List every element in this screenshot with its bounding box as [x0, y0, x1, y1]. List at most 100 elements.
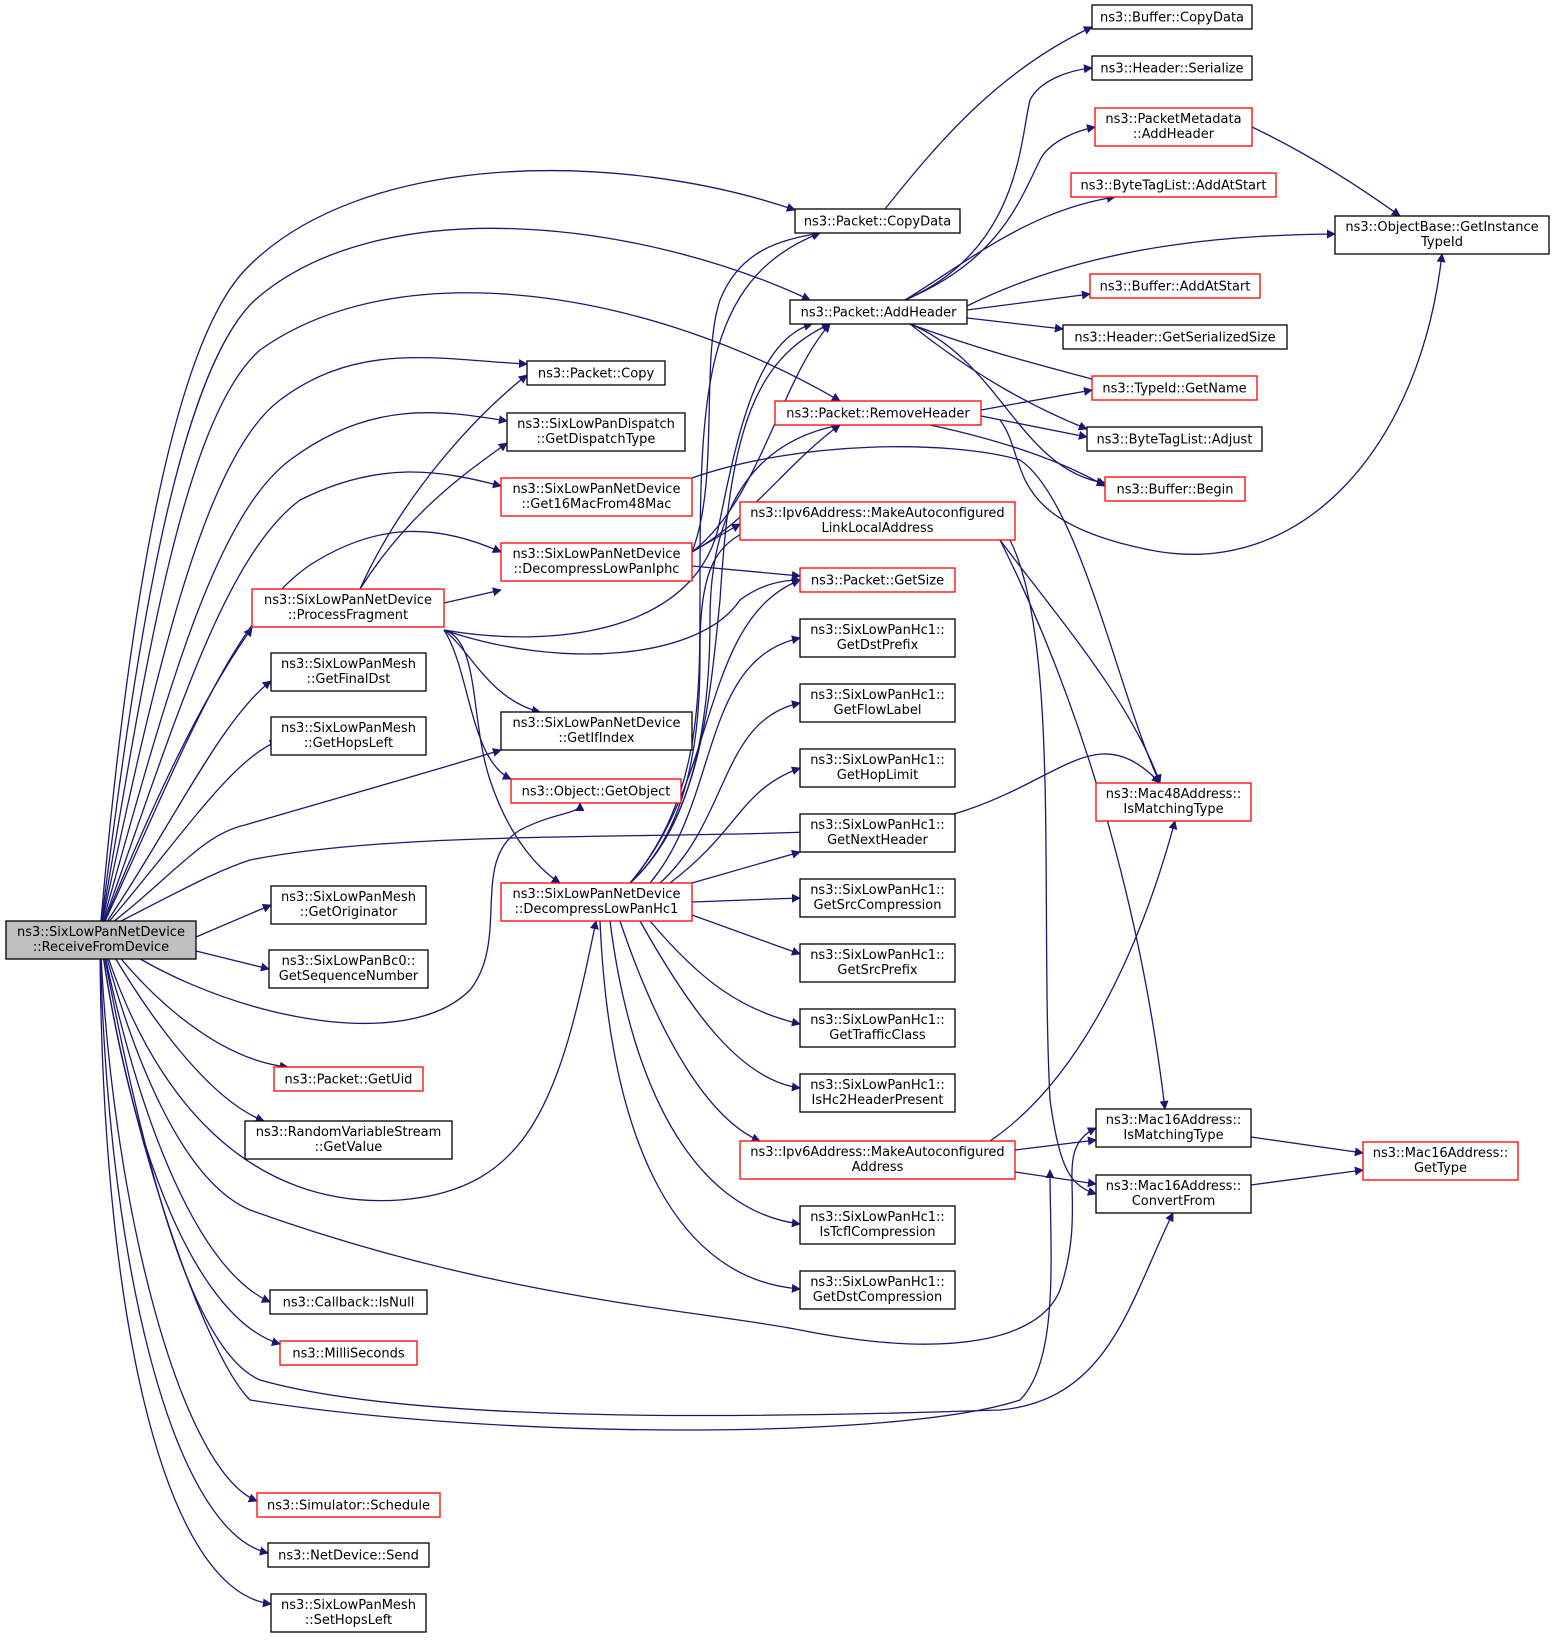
- edge-path: [904, 124, 1096, 301]
- node-process-fragment[interactable]: ns3::SixLowPanNetDevice::ProcessFragment: [251, 588, 445, 628]
- node-packet-copy[interactable]: ns3::Packet::Copy: [526, 360, 666, 386]
- node-dispatch-get-type[interactable]: ns3::SixLowPanDispatch::GetDispatchType: [506, 412, 686, 452]
- node-box: [279, 1340, 418, 1366]
- edge-decompress-hc1-to-hc1-is-hc2: [639, 920, 801, 1092]
- edge-root-to-get-if-index: [99, 748, 502, 933]
- node-mesh-get-hops-left[interactable]: ns3::SixLowPanMesh::GetHopsLeft: [270, 716, 427, 756]
- edge-path: [99, 931, 1097, 1345]
- node-byte-tag-adjust[interactable]: ns3::ByteTagList::Adjust: [1086, 426, 1263, 452]
- edge-process-fragment-to-decompress-iphc: [443, 587, 502, 604]
- node-hc1-get-flow-label[interactable]: ns3::SixLowPanHc1::GetFlowLabel: [799, 683, 956, 723]
- edge-get16-mac-to-mac48-is-matching: [691, 446, 1161, 784]
- node-hc1-get-traffic-class[interactable]: ns3::SixLowPanHc1::GetTrafficClass: [799, 1008, 956, 1048]
- edge-decompress-hc1-to-hc1-get-hop-limit: [669, 766, 801, 884]
- node-root[interactable]: ns3::SixLowPanNetDevice::ReceiveFromDevi…: [5, 920, 197, 960]
- edge-path: [669, 766, 801, 884]
- node-decompress-hc1[interactable]: ns3::SixLowPanNetDevice::DecompressLowPa…: [500, 882, 693, 922]
- node-mesh-set-hops-left[interactable]: ns3::SixLowPanMesh::SetHopsLeft: [270, 1593, 427, 1633]
- node-hc1-get-dst-compression[interactable]: ns3::SixLowPanHc1::GetDstCompression: [799, 1270, 956, 1310]
- node-box: [526, 360, 666, 386]
- node-packet-remove-header[interactable]: ns3::Packet::RemoveHeader: [774, 400, 982, 426]
- node-hc1-get-dst-prefix[interactable]: ns3::SixLowPanHc1::GetDstPrefix: [799, 618, 956, 658]
- node-packet-get-uid[interactable]: ns3::Packet::GetUid: [273, 1066, 424, 1092]
- node-box: [799, 618, 956, 658]
- node-box: [256, 1492, 441, 1518]
- node-label-line: GetFlowLabel: [834, 703, 922, 718]
- node-label-line: ::SetHopsLeft: [305, 1613, 392, 1628]
- nodes-layer: ns3::SixLowPanNetDevice::ReceiveFromDevi…: [5, 4, 1550, 1633]
- node-type-id-get-name[interactable]: ns3::TypeId::GetName: [1091, 375, 1258, 401]
- node-net-device-send[interactable]: ns3::NetDevice::Send: [267, 1542, 430, 1568]
- node-hc1-get-hop-limit[interactable]: ns3::SixLowPanHc1::GetHopLimit: [799, 748, 956, 788]
- edge-root-to-rvs-get-value: [99, 931, 265, 1123]
- node-mac16-is-matching[interactable]: ns3::Mac16Address::IsMatchingType: [1095, 1108, 1252, 1148]
- node-bc0-get-seq[interactable]: ns3::SixLowPanBc0::GetSequenceNumber: [268, 949, 429, 989]
- edge-packet-add-header-to-object-base-get-type-id: [966, 229, 1336, 307]
- node-label-line: ns3::SixLowPanNetDevice: [513, 716, 681, 731]
- edge-path: [909, 323, 1104, 385]
- node-buffer-add-at-start[interactable]: ns3::Buffer::AddAtStart: [1089, 273, 1261, 299]
- edge-path: [966, 317, 1064, 333]
- edge-root-to-net-device-send: [99, 931, 269, 1556]
- node-sim-schedule[interactable]: ns3::Simulator::Schedule: [256, 1492, 441, 1518]
- node-label-line: ns3::Mac48Address::: [1106, 787, 1241, 802]
- edge-path: [99, 931, 272, 1608]
- node-mac16-convert-from[interactable]: ns3::Mac16Address::ConvertFrom: [1095, 1174, 1252, 1214]
- node-buffer-begin[interactable]: ns3::Buffer::Begin: [1104, 476, 1246, 502]
- edge-path: [195, 904, 272, 938]
- node-get-if-index[interactable]: ns3::SixLowPanNetDevice::GetIfIndex: [500, 711, 693, 751]
- node-label-line: IsHc2HeaderPresent: [812, 1093, 944, 1108]
- node-rvs-get-value[interactable]: ns3::RandomVariableStream::GetValue: [244, 1120, 453, 1160]
- node-label-line: GetSrcCompression: [814, 898, 942, 913]
- node-label-line: ns3::SixLowPanNetDevice: [513, 887, 681, 902]
- node-label-line: ns3::Packet::Copy: [538, 367, 655, 382]
- node-byte-tag-add-at-start[interactable]: ns3::ByteTagList::AddAtStart: [1070, 172, 1277, 198]
- node-make-link-local[interactable]: ns3::Ipv6Address::MakeAutoconfiguredLink…: [739, 501, 1016, 541]
- edge-root-to-sim-schedule: [99, 931, 258, 1503]
- node-label-line: GetDstPrefix: [837, 638, 919, 653]
- node-box: [774, 400, 982, 426]
- edge-root-to-dispatch-get-type: [99, 412, 508, 933]
- node-hc1-get-next-header[interactable]: ns3::SixLowPanHc1::GetNextHeader: [799, 813, 956, 853]
- node-label-line: Address: [852, 1160, 904, 1175]
- node-box: [799, 748, 956, 788]
- edge-path: [691, 446, 1161, 784]
- edge-root-to-packet-remove-header: [99, 292, 841, 933]
- node-box: [1091, 375, 1258, 401]
- edge-decompress-hc1-to-hc1-get-flow-label: [659, 700, 801, 884]
- node-label-line: ns3::Header::GetSerializedSize: [1074, 331, 1275, 346]
- node-packet-add-header[interactable]: ns3::Packet::AddHeader: [789, 299, 968, 325]
- node-make-auto-addr[interactable]: ns3::Ipv6Address::MakeAutoconfiguredAddr…: [739, 1140, 1016, 1180]
- edge-path: [1250, 1136, 1364, 1157]
- edge-path: [999, 539, 1169, 1110]
- node-label-line: ns3::ByteTagList::Adjust: [1097, 433, 1253, 448]
- edge-packet-add-header-to-type-id-get-name: [909, 323, 1104, 385]
- node-label-line: IsMatchingType: [1123, 802, 1223, 817]
- node-decompress-iphc[interactable]: ns3::SixLowPanNetDevice::DecompressLowPa…: [500, 542, 693, 582]
- node-hc1-get-src-compression[interactable]: ns3::SixLowPanHc1::GetSrcCompression: [799, 878, 956, 918]
- edge-path: [99, 931, 281, 1346]
- node-label-line: ns3::Ipv6Address::MakeAutoconfigured: [750, 1145, 1004, 1160]
- node-mesh-get-originator[interactable]: ns3::SixLowPanMesh::GetOriginator: [270, 885, 427, 925]
- node-callback-is-null[interactable]: ns3::Callback::IsNull: [269, 1289, 428, 1315]
- node-header-get-size[interactable]: ns3::Header::GetSerializedSize: [1062, 324, 1288, 350]
- node-mesh-get-final-dst[interactable]: ns3::SixLowPanMesh::GetFinalDst: [270, 652, 427, 692]
- node-milli-seconds[interactable]: ns3::MilliSeconds: [279, 1340, 418, 1366]
- edge-path: [1014, 1171, 1097, 1188]
- node-label-line: ns3::SixLowPanMesh: [281, 890, 416, 905]
- node-hc1-is-hc2[interactable]: ns3::SixLowPanHc1::IsHc2HeaderPresent: [799, 1073, 956, 1113]
- node-packet-copy-data[interactable]: ns3::Packet::CopyData: [794, 208, 961, 234]
- edge-root-to-mac16-is-matching: [99, 931, 1097, 1345]
- node-label-line: ns3::SixLowPanHc1::: [810, 1210, 945, 1225]
- node-hc1-get-src-prefix[interactable]: ns3::SixLowPanHc1::GetSrcPrefix: [799, 943, 956, 983]
- node-buffer-copy-data[interactable]: ns3::Buffer::CopyData: [1091, 4, 1253, 30]
- node-mac48-is-matching[interactable]: ns3::Mac48Address::IsMatchingType: [1095, 782, 1252, 822]
- node-get16-mac[interactable]: ns3::SixLowPanNetDevice::Get16MacFrom48M…: [500, 477, 693, 517]
- node-object-get-object[interactable]: ns3::Object::GetObject: [510, 778, 682, 804]
- node-hc1-is-tcfl[interactable]: ns3::SixLowPanHc1::IsTcflCompression: [799, 1205, 956, 1245]
- node-mac16-get-type[interactable]: ns3::Mac16Address::GetType: [1362, 1141, 1519, 1181]
- node-packet-get-size[interactable]: ns3::Packet::GetSize: [799, 567, 956, 593]
- node-metadata-add-header[interactable]: ns3::PacketMetadata::AddHeader: [1094, 107, 1253, 147]
- node-header-serialize[interactable]: ns3::Header::Serialize: [1091, 55, 1253, 81]
